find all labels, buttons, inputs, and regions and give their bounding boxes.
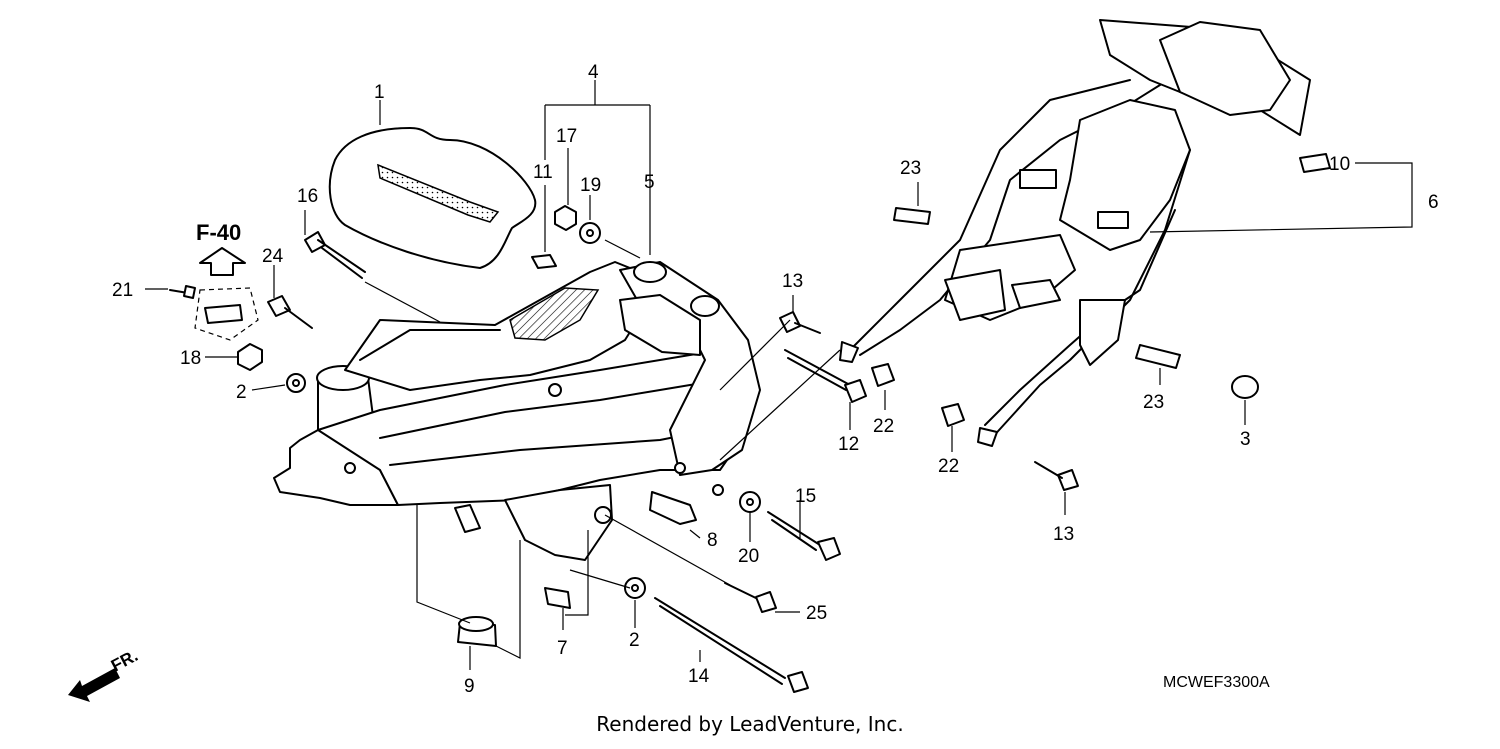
callouts: 1 2 2 3 4 5 6 7 8 9 10 11 12 13 13 14 15… (112, 62, 1439, 697)
rear-subframe[interactable] (839, 19, 1311, 447)
callout-22-upper: 22 (873, 416, 894, 437)
callout-23-lower: 23 (1143, 392, 1164, 413)
callout-25: 25 (806, 603, 827, 624)
callout-2-upper: 2 (236, 382, 247, 403)
callout-9: 9 (464, 676, 475, 697)
callout-24: 24 (262, 246, 284, 267)
leader-lines (145, 80, 1413, 670)
footer-credit: Rendered by LeadVenture, Inc. (596, 712, 904, 736)
callout-5: 5 (644, 172, 655, 193)
callout-12: 12 (838, 434, 859, 455)
callout-17: 17 (556, 126, 577, 147)
callout-23-upper: 23 (900, 158, 921, 179)
callout-18: 18 (180, 348, 201, 369)
direction-arrow: FR. (68, 646, 141, 702)
callout-15: 15 (795, 486, 816, 507)
callout-22-lower: 22 (938, 456, 959, 477)
seat-insulator-part[interactable] (328, 127, 537, 269)
callout-6: 6 (1428, 192, 1439, 213)
callout-2-lower: 2 (629, 630, 640, 651)
callout-1: 1 (374, 82, 385, 103)
callout-13-upper: 13 (782, 271, 803, 292)
reference-label: F-40 (196, 220, 241, 245)
callout-8: 8 (707, 530, 718, 551)
part-code: MCWEF3300A (1163, 674, 1270, 691)
callout-16: 16 (297, 186, 318, 207)
main-frame[interactable] (273, 261, 761, 561)
callout-7: 7 (557, 638, 568, 659)
callout-3: 3 (1240, 429, 1251, 450)
callout-13-lower: 13 (1053, 524, 1074, 545)
callout-14: 14 (688, 666, 710, 687)
callout-11: 11 (533, 162, 553, 183)
callout-21: 21 (112, 280, 133, 301)
callout-20: 20 (738, 546, 759, 567)
callout-10: 10 (1329, 154, 1350, 175)
callout-4: 4 (588, 62, 599, 83)
fasteners[interactable] (169, 153, 1331, 693)
callout-19: 19 (580, 175, 601, 196)
reference-symbol[interactable]: F-40 (194, 220, 259, 341)
